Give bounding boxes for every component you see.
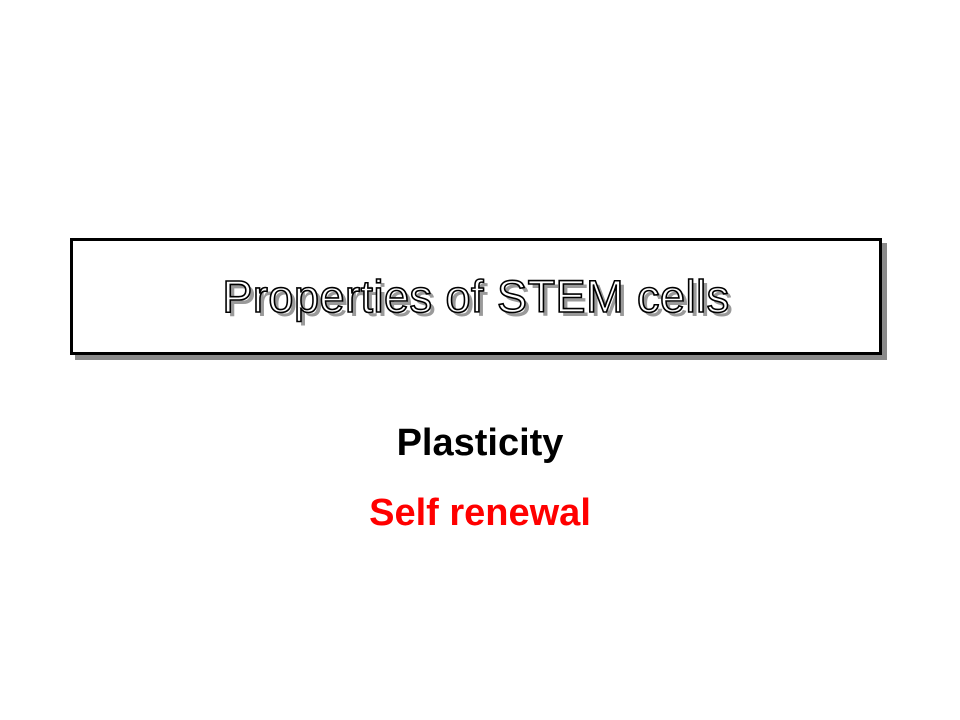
bullet-self-renewal: Self renewal	[369, 492, 591, 534]
title-box: Properties of STEM cells	[70, 238, 882, 355]
bullet-plasticity: Plasticity	[396, 422, 564, 464]
slide-title: Properties of STEM cells	[222, 270, 730, 323]
